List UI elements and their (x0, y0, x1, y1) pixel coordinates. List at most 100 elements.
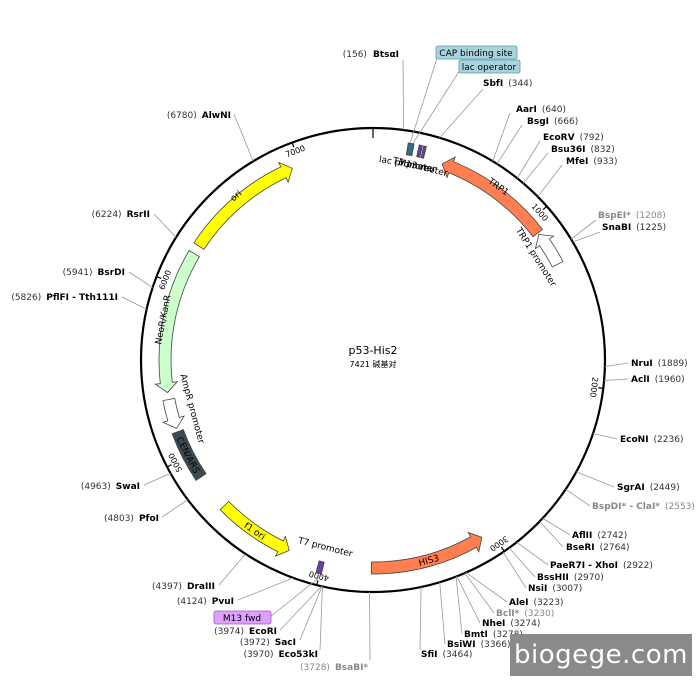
site-name: SfiI (421, 650, 438, 660)
site-sbfi[interactable]: SbfI(344) (483, 79, 532, 89)
site-saci[interactable]: (3972)SacI (240, 638, 296, 648)
site-bsu36i[interactable]: Bsu36I(832) (551, 145, 615, 155)
leader-line (269, 573, 324, 618)
site-bmti[interactable]: BmtI(3278) (464, 630, 523, 640)
site-aflii[interactable]: AflII(2742) (572, 531, 627, 541)
site-draiii[interactable]: (4397)DraIII (152, 582, 215, 592)
feature-ori[interactable]: ori (193, 161, 293, 250)
site-name: PfoI (139, 514, 159, 524)
site-sgrai[interactable]: SgrAI(2449) (617, 483, 680, 493)
site-pflfi[interactable]: (5826)PflFI - Tth111I (11, 293, 118, 303)
site-pos: (156) (343, 50, 367, 60)
leader-line (516, 541, 549, 566)
leader-line (537, 164, 563, 197)
site-name: AflII (572, 531, 592, 541)
site-bseri[interactable]: BseRI(2764) (566, 543, 630, 553)
site-name: BmtI (464, 630, 488, 640)
site-name: SwaI (116, 482, 140, 492)
site-alwni[interactable]: (6780) AlwNI (167, 111, 231, 121)
leader-line (465, 572, 508, 603)
site-bsgi[interactable]: BsgI(666) (527, 117, 578, 127)
feature-trp1[interactable]: TRP1 (441, 156, 544, 238)
svg-text:(5826)PflFI - Tth111I: (5826)PflFI - Tth111I (11, 293, 118, 303)
svg-text:BmtI(3278): BmtI(3278) (464, 630, 523, 640)
leader-line (153, 213, 177, 238)
site-ecori[interactable]: (3974) EcoRI (214, 627, 277, 637)
site-bcli[interactable]: BclI*(3230) (496, 609, 554, 619)
leader-line (412, 69, 461, 144)
site-pos: (1208) (636, 211, 666, 221)
site-econi[interactable]: EcoNI(2236) (620, 435, 683, 445)
feature-shape (315, 560, 325, 575)
site-snabi[interactable]: SnaBI(1225) (602, 223, 666, 233)
site-bspdi[interactable]: BspDI* - ClaI*(2553) (592, 502, 695, 512)
feature-shape (441, 156, 544, 238)
feature-shape (171, 429, 207, 481)
svg-text:BssHII(2970): BssHII(2970) (537, 573, 604, 583)
leader-line (319, 586, 323, 651)
site-pfoi[interactable]: (4803) PfoI (104, 514, 159, 524)
site-name: SacI (275, 638, 296, 648)
site-name: BsiWI (447, 640, 476, 650)
site-pos: (6224) (92, 210, 122, 220)
site-rsrii[interactable]: (6224)RsrII (92, 210, 150, 220)
site-eco53ki[interactable]: (3970)Eco53kI (244, 650, 318, 660)
site-name: AleI (509, 598, 529, 608)
site-mfei[interactable]: MfeI(933) (566, 157, 618, 167)
leader-line (572, 231, 601, 243)
feature-trp1-promoter[interactable]: TRP1 promoter (513, 225, 564, 289)
site-bspei[interactable]: BspEI*(1208) (598, 211, 666, 221)
site-pos: (1225) (636, 223, 666, 233)
site-pos: (4803) (104, 514, 134, 524)
site-pvui[interactable]: (4124)PvuI (177, 597, 234, 607)
site-bsabi[interactable]: (3728)BsaBI* (300, 663, 368, 673)
site-pos: (1960) (655, 375, 685, 385)
site-name: AlwNI (202, 111, 231, 121)
lac-operator-label[interactable]: lac operator (458, 59, 521, 74)
site-pos: (2922) (623, 561, 653, 571)
site-swai[interactable]: (4963)SwaI (81, 482, 140, 492)
site-name: BtsαI (373, 50, 399, 60)
m13-fwd-label[interactable]: M13 fwd (213, 610, 272, 625)
feature-neor-kanr[interactable]: NeoR/KanR (154, 249, 200, 394)
cap-binding-site-label[interactable]: CAP binding site (435, 45, 518, 60)
site-btsai[interactable]: (156) BtsαI (343, 50, 399, 60)
feature-f1-ori[interactable]: f1 ori (219, 500, 290, 557)
feature-t7-promoter[interactable]: T7 promoter (296, 536, 354, 575)
leader-line (539, 521, 564, 548)
site-alei[interactable]: AleI(3223) (509, 598, 563, 608)
site-pos: (3970) (244, 650, 274, 660)
leader-line (455, 576, 463, 635)
svg-text:AflII(2742): AflII(2742) (572, 531, 627, 541)
svg-text:(3728)BsaBI*: (3728)BsaBI* (300, 663, 368, 673)
leader-line (439, 582, 446, 645)
tick-label: 6000 (158, 269, 174, 291)
site-nsii[interactable]: NsiI(3007) (528, 584, 582, 594)
site-acli[interactable]: AclI(1960) (631, 375, 685, 385)
site-paer7i[interactable]: PaeR7I - XhoI(2922) (550, 561, 653, 571)
site-ecorv[interactable]: EcoRV(792) (543, 133, 604, 143)
site-bsrdi[interactable]: (5941)BsrDI (63, 268, 125, 278)
site-pos: (3007) (552, 584, 582, 594)
feature-his3[interactable]: HIS3 (370, 531, 483, 575)
site-nrui[interactable]: NruI(1889) (631, 359, 688, 369)
site-pos: (6780) (167, 111, 197, 121)
site-name: BclI* (496, 609, 520, 619)
site-pos: (832) (591, 145, 615, 155)
site-aari[interactable]: AarI(640) (516, 105, 566, 115)
site-nhei[interactable]: NheI(3274) (482, 619, 540, 629)
leader-line (592, 433, 618, 440)
leader-line (439, 88, 484, 139)
site-bsshii[interactable]: BssHII(2970) (537, 573, 604, 583)
lac-operator-text: lac operator (462, 63, 517, 73)
tick-mark (291, 142, 295, 148)
site-name: NheI (482, 619, 505, 629)
tick-mark (156, 276, 162, 279)
site-pos: (3974) (214, 627, 244, 637)
site-sfii[interactable]: SfiI(3464) (421, 650, 472, 660)
svg-text:NruI(1889): NruI(1889) (631, 359, 688, 369)
site-name: EcoRI (249, 627, 277, 637)
tick-mark (598, 387, 604, 389)
site-bsiwi[interactable]: BsiWI(3366) (447, 640, 511, 650)
